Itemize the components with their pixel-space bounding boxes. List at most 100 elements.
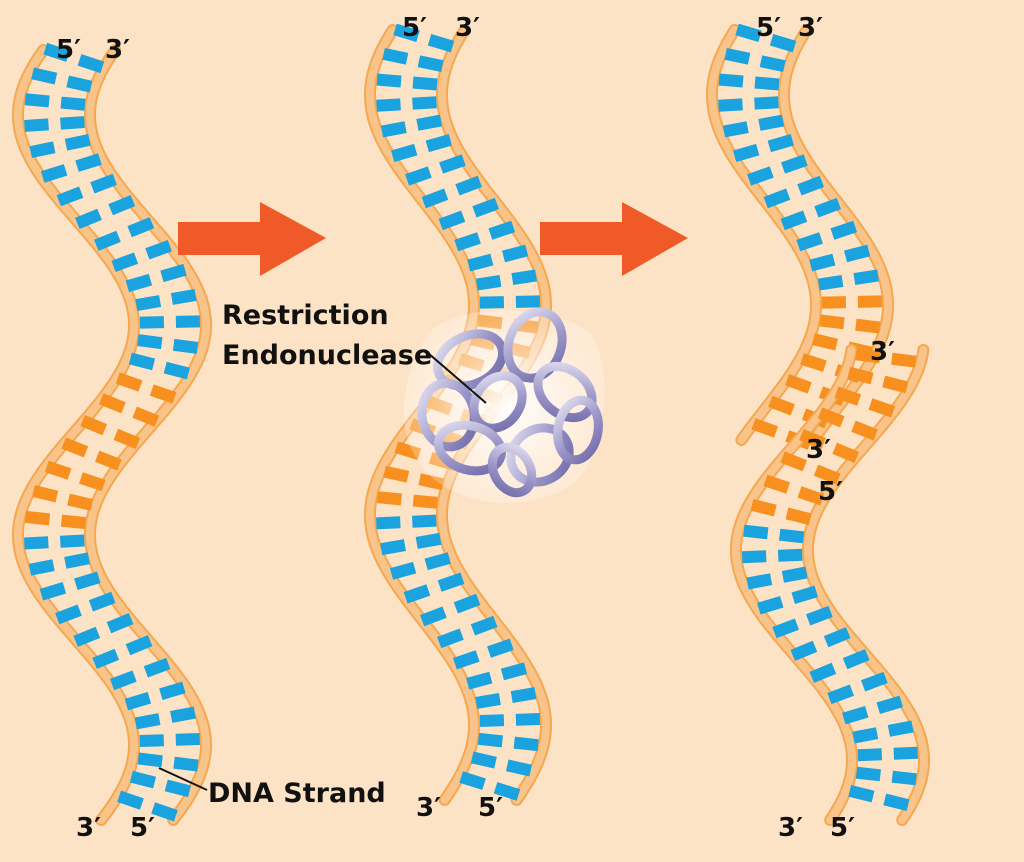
base-pair [757, 585, 818, 615]
base-pair [475, 687, 537, 709]
stage1-top-5prime: 5′ [56, 35, 81, 65]
stage1-bottom-5prime: 5′ [130, 813, 155, 843]
base-pair [718, 96, 779, 112]
base-pair [117, 790, 178, 822]
base-pair [40, 153, 102, 183]
stage1-bottom-3prime: 3′ [76, 813, 101, 843]
base-pair [31, 67, 93, 93]
stage2-bottom-5prime: 5′ [478, 793, 503, 823]
base-pair [137, 334, 199, 354]
base-pair [29, 134, 91, 158]
stage2-top-5prime: 5′ [402, 13, 427, 43]
base-pair [452, 638, 514, 670]
stage3-bottom-5prime: 5′ [830, 813, 855, 843]
base-pair [857, 746, 919, 762]
base-pair [790, 627, 851, 661]
base-pair [43, 42, 105, 74]
base-pair [128, 352, 190, 380]
base-pair [376, 96, 437, 112]
base-pair [438, 197, 500, 231]
base-pair [139, 732, 200, 748]
base-pair [780, 197, 842, 231]
base-pair [393, 23, 455, 53]
base-pair [809, 649, 870, 683]
base-pair [32, 485, 94, 511]
dna-strand-leader-line [158, 767, 208, 791]
base-pair [722, 114, 785, 138]
restriction-enzyme [403, 307, 605, 503]
arrow-icon [178, 202, 326, 276]
base-pair [124, 681, 186, 711]
base-pair [376, 73, 438, 91]
base-pair [44, 460, 106, 492]
base-pair [391, 134, 452, 162]
base-pair [852, 720, 914, 744]
backbone [732, 346, 856, 824]
stage3-cut-top-3prime: 3′ [870, 337, 895, 367]
base-pair [125, 263, 187, 293]
dna-strand-label: DNA Strand [208, 778, 386, 809]
base-pair [405, 154, 466, 186]
base-pair [735, 23, 797, 53]
base-pair [747, 154, 808, 186]
arrow-icon [540, 202, 688, 276]
protein-loops [417, 307, 603, 498]
base-pair [733, 134, 794, 162]
base-pair [817, 407, 878, 441]
base-pair [809, 244, 871, 272]
base-pair [796, 220, 858, 252]
base-pair [763, 474, 825, 506]
base-pair [821, 295, 883, 309]
stage3-cut-upper-3prime: 3′ [806, 435, 831, 465]
base-pair [467, 244, 529, 272]
stage3-cut-lower-5prime: 5′ [818, 477, 843, 507]
base-pair [80, 414, 141, 450]
base-pair [724, 48, 786, 72]
base-pair [24, 93, 86, 111]
stage1-dna-helix [12, 42, 212, 826]
base-pair [819, 314, 881, 334]
base-pair [479, 713, 541, 727]
process-arrow-2 [540, 202, 688, 276]
backbone [708, 26, 820, 444]
base-pair [137, 752, 199, 772]
base-pair [380, 114, 443, 138]
base-pair [855, 348, 917, 368]
base-pair [139, 315, 201, 329]
base-pair [24, 116, 85, 132]
base-pair [470, 751, 532, 777]
base-pair [129, 770, 191, 798]
base-pair [111, 240, 172, 272]
base-pair [763, 175, 824, 209]
enzyme-label-line1: Restriction [222, 300, 389, 331]
base-pair [376, 514, 437, 530]
stage2-bottom-3prime: 3′ [416, 793, 441, 823]
base-pair [454, 220, 516, 252]
stage1-top-3prime: 3′ [105, 35, 130, 65]
base-pair [466, 662, 528, 690]
base-pair [380, 532, 442, 556]
base-pair [115, 372, 177, 404]
base-pair [94, 217, 155, 251]
base-pair [421, 175, 482, 209]
process-arrow-1 [178, 202, 326, 276]
enzyme-label-line2: Endonuclease [222, 340, 432, 371]
base-pair [382, 48, 444, 72]
base-pair [743, 524, 805, 544]
base-pair [848, 785, 910, 811]
base-pair [24, 534, 85, 550]
base-pair [780, 451, 841, 485]
stage3-lower-fragment [730, 344, 930, 826]
backbone [14, 46, 138, 824]
base-pair [847, 366, 909, 394]
base-pair [718, 73, 780, 91]
base-pair [437, 615, 498, 649]
base-pair [135, 289, 197, 311]
base-pair [25, 510, 86, 530]
stage3-upper-fragment [706, 23, 894, 450]
base-pair [827, 671, 888, 705]
base-pair [750, 499, 812, 525]
base-pair [746, 566, 808, 590]
base-pair [772, 605, 833, 639]
